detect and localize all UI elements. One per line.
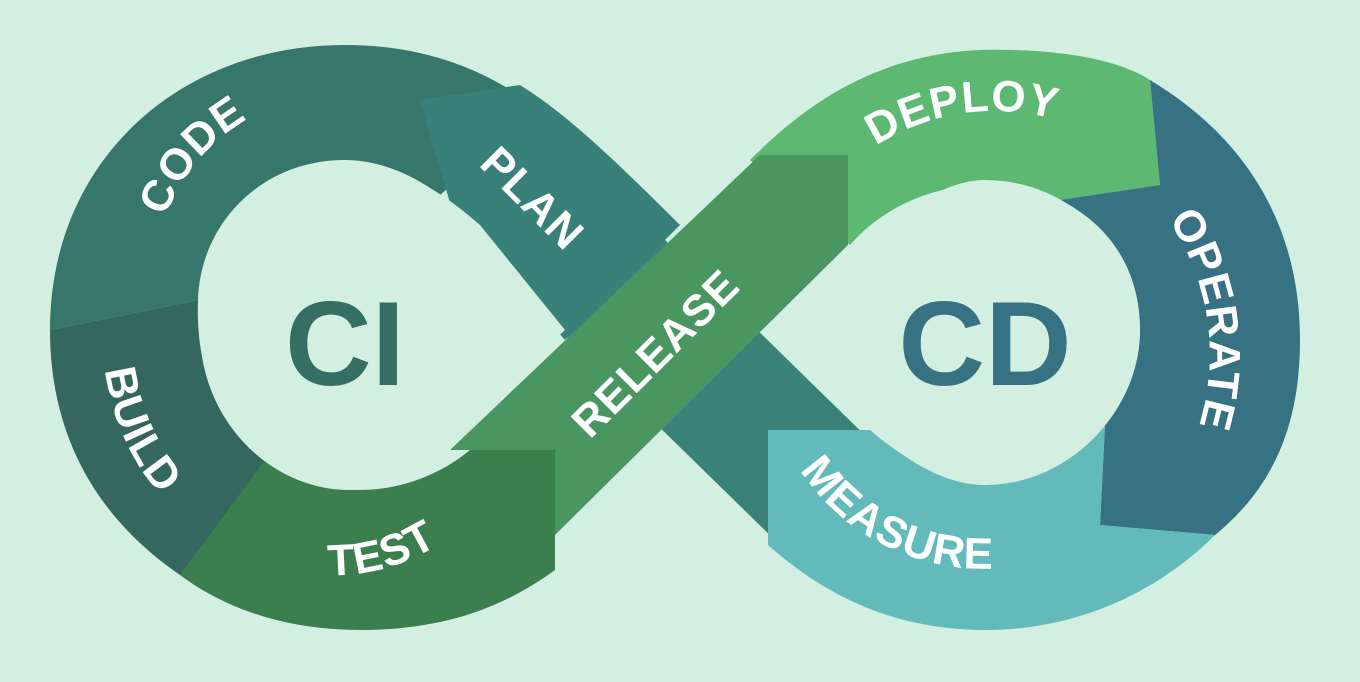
stage-band-code xyxy=(50,45,540,330)
stage-band-build xyxy=(50,300,275,575)
stage-band-measure xyxy=(768,425,1215,630)
stage-band-plan xyxy=(420,85,680,340)
cd-center-label: CD xyxy=(898,277,1071,411)
ci-inner-hole xyxy=(200,165,565,490)
ci-center-label: CI xyxy=(285,277,405,411)
stage-band-deploy xyxy=(750,49,1160,245)
cd-inner-hole xyxy=(780,180,1140,485)
stage-band-operate xyxy=(1060,80,1300,535)
stage-band-test xyxy=(180,450,555,630)
stage-band-release xyxy=(450,155,848,535)
